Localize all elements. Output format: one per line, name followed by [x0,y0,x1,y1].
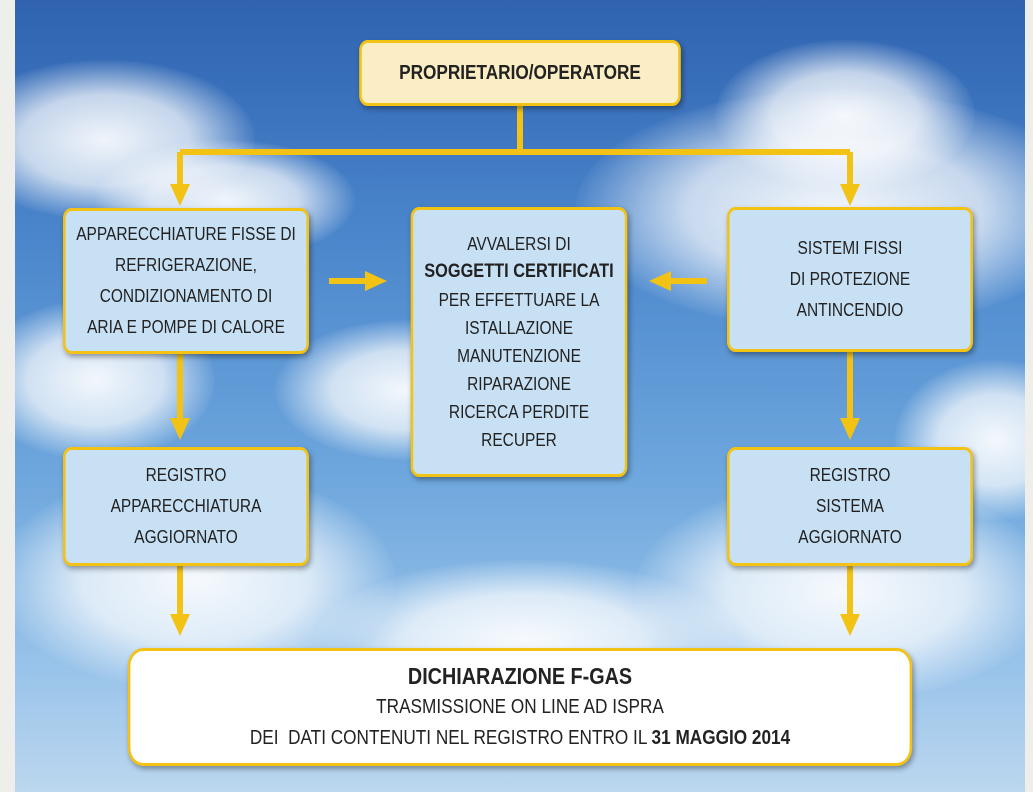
arrowhead [170,418,190,440]
certified-line: PER EFFETTUARE LA [438,290,600,310]
register-equipment-line: AGGIORNATO [134,527,238,547]
declaration-deadline-date: 31 MAGGIO 2014 [651,726,791,749]
arrowhead [170,184,190,206]
declaration-line: TRASMISSIONE ON LINE AD ISPRA [376,695,664,718]
register-system-line: REGISTRO [809,465,891,485]
arrowhead [365,271,387,291]
flow-connectors [170,106,860,636]
refrigeration-line: CONDIZIONAMENTO DI [99,286,273,306]
fire-line: SISTEMI FISSI [797,238,903,258]
refrigeration-box: APPARECCHIATURE FISSE DI REFRIGERAZIONE,… [63,208,309,354]
certified-line: RIPARAZIONE [467,374,571,394]
register-system-line: SISTEMA [816,496,884,516]
register-equipment-box: REGISTRO APPARECCHIATURA AGGIORNATO [63,447,309,566]
owner-label: PROPRIETARIO/OPERATORE [399,61,641,84]
arrowhead [649,271,671,291]
sky-background: PROPRIETARIO/OPERATORE APPARECCHIATURE F… [15,0,1025,792]
register-equipment-line: APPARECCHIATURA [110,496,262,516]
certified-line: RECUPER [481,430,557,450]
certified-bold-line: SOGGETTI CERTIFICATI [424,261,614,282]
declaration-deadline-prefix: DEI DATI CONTENUTI NEL REGISTRO ENTRO IL [249,726,652,749]
declaration-box: DICHIARAZIONE F-GAS TRASMISSIONE ON LINE… [127,648,913,766]
register-system-line: AGGIORNATO [798,527,902,547]
arrowhead [840,418,860,440]
refrigeration-line: ARIA E POMPE DI CALORE [87,317,285,337]
fire-line: ANTINCENDIO [796,300,904,320]
refrigeration-line: REFRIGERAZIONE, [115,255,257,275]
cloud [715,40,975,190]
declaration-title: DICHIARAZIONE F-GAS [407,662,633,689]
certified-line: ISTALLAZIONE [464,318,574,338]
arrowhead [840,614,860,636]
register-system-box: REGISTRO SISTEMA AGGIORNATO [727,447,973,566]
arrowhead [840,184,860,206]
owner-box: PROPRIETARIO/OPERATORE [359,40,681,106]
fire-protection-box: SISTEMI FISSI DI PROTEZIONE ANTINCENDIO [727,207,973,352]
certified-line: MANUTENZIONE [457,346,581,366]
fire-line: DI PROTEZIONE [789,269,911,289]
arrowhead [170,614,190,636]
certified-box: AVVALERSI DI SOGGETTI CERTIFICATI PER EF… [410,207,628,477]
refrigeration-line: APPARECCHIATURE FISSE DI [76,224,296,244]
certified-line: AVVALERSI DI [467,234,571,254]
declaration-deadline-line: DEI DATI CONTENUTI NEL REGISTRO ENTRO IL… [250,723,790,754]
register-equipment-line: REGISTRO [145,465,227,485]
certified-line: RICERCA PERDITE [448,402,590,422]
